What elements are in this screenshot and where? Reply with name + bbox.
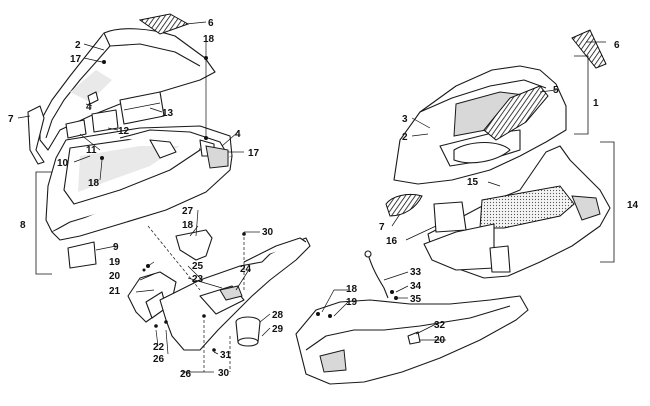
callout-6: 6 <box>614 40 620 51</box>
decal-9 <box>67 241 97 269</box>
bracket-27 <box>175 229 213 261</box>
callout-26: 26 <box>153 354 165 365</box>
callout-1: 1 <box>593 98 599 109</box>
leader-lines <box>17 21 606 373</box>
callout-5: 5 <box>553 85 559 96</box>
callout-26: 26 <box>180 369 192 380</box>
callout-21: 21 <box>109 286 121 297</box>
callout-30: 30 <box>218 368 230 379</box>
callout-27: 27 <box>182 206 194 217</box>
callout-9: 9 <box>113 242 119 253</box>
callout-19: 19 <box>109 257 121 268</box>
callout-4: 4 <box>86 102 92 113</box>
decal-13 <box>119 91 165 125</box>
vent-grille-7-right <box>385 193 423 217</box>
vent-grille-5 <box>483 85 549 141</box>
belly-pan-center <box>159 237 311 351</box>
decal-16 <box>433 201 467 233</box>
decal-11 <box>65 119 87 139</box>
callout-34: 34 <box>410 281 422 292</box>
callout-20: 20 <box>109 271 121 282</box>
upper-hood-left <box>39 28 216 151</box>
cable-33-35 <box>364 250 398 300</box>
callout-18: 18 <box>88 178 100 189</box>
side-pod-right <box>423 145 611 279</box>
callout-22: 22 <box>153 342 165 353</box>
decal-12 <box>91 109 119 133</box>
console-shroud <box>45 125 233 241</box>
bracket-8 <box>35 171 52 275</box>
callout-16: 16 <box>386 236 398 247</box>
callout-23: 23 <box>192 274 204 285</box>
center-dashed-lines <box>147 225 245 372</box>
callout-32: 32 <box>434 320 446 331</box>
bracket-14 <box>600 141 615 263</box>
trim-6-right <box>571 29 607 69</box>
callout-2: 2 <box>75 40 81 51</box>
callout-8: 8 <box>20 220 26 231</box>
callout-18: 18 <box>203 34 215 45</box>
callout-15: 15 <box>467 177 479 188</box>
callout-11: 11 <box>86 145 97 156</box>
callout-2: 2 <box>402 132 408 143</box>
callout-19: 19 <box>346 297 358 308</box>
callout-12: 12 <box>118 126 130 137</box>
callout-33: 33 <box>410 267 422 278</box>
callout-28: 28 <box>272 310 284 321</box>
callout-14: 14 <box>627 200 639 211</box>
bracket-1 <box>574 55 589 135</box>
callout-4: 4 <box>235 129 241 140</box>
callout-17: 17 <box>248 148 260 159</box>
side-trim-7-left <box>27 105 45 165</box>
cup-holder-28-29 <box>235 316 261 347</box>
callout-10: 10 <box>57 158 69 169</box>
callout-18: 18 <box>182 220 194 231</box>
callout-24: 24 <box>240 264 252 275</box>
callout-18: 18 <box>346 284 358 295</box>
callout-3: 3 <box>402 114 408 125</box>
callout-13: 13 <box>162 108 174 119</box>
callout-29: 29 <box>272 324 284 335</box>
callout-35: 35 <box>410 294 422 305</box>
callout-6: 6 <box>208 18 214 29</box>
callout-7: 7 <box>8 114 14 125</box>
callout-30: 30 <box>262 227 274 238</box>
callout-7: 7 <box>379 222 385 233</box>
callout-31: 31 <box>220 350 232 361</box>
bottom-right-fasteners <box>316 312 332 318</box>
callout-20: 20 <box>434 335 446 346</box>
callout-25: 25 <box>192 261 204 272</box>
callout-17: 17 <box>70 54 82 65</box>
callouts: 1 2 2 3 4 4 5 6 6 7 7 8 9 10 11 12 13 14… <box>8 18 639 380</box>
lower-belly-pan <box>295 295 529 385</box>
